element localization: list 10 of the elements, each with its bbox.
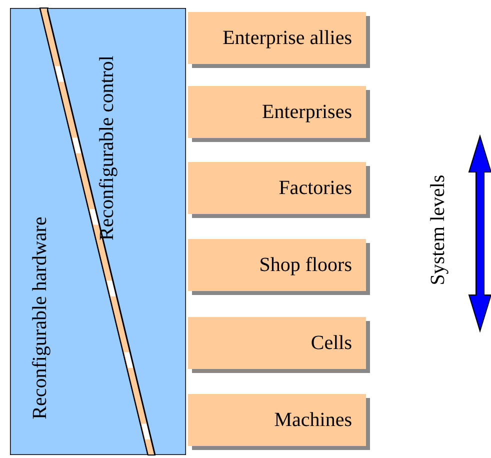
level-box: Enterprise allies	[188, 12, 366, 64]
level-box: Factories	[188, 162, 366, 214]
level-box: Enterprises	[188, 86, 366, 138]
panel-label: Reconfigurable hardware	[28, 216, 52, 422]
panel-label: Reconfigurable control	[95, 54, 119, 242]
level-box: Machines	[188, 394, 366, 446]
trapezoid-panel	[10, 8, 150, 455]
level-box: Cells	[188, 317, 366, 369]
level-box: Shop floors	[188, 239, 366, 291]
axis-label: System levels	[426, 174, 450, 288]
